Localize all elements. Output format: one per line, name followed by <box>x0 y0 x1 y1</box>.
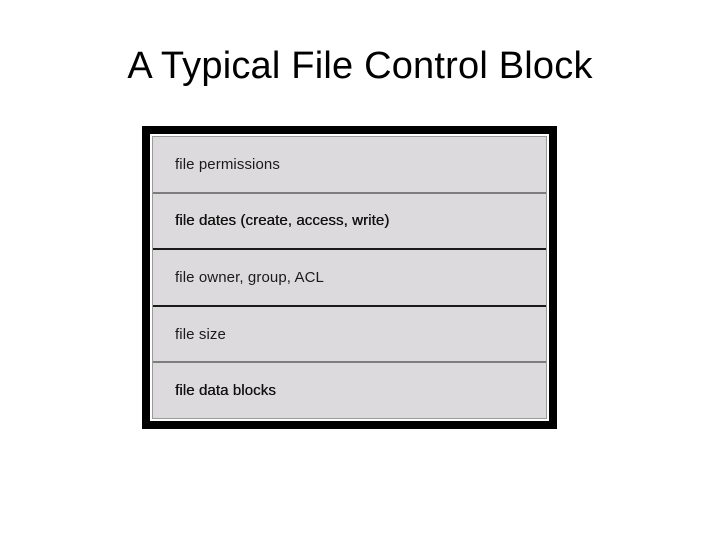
file-control-block-table: file permissions file dates (create, acc… <box>152 136 547 419</box>
table-row: file permissions <box>153 137 546 192</box>
table-row: file dates (create, access, write) <box>153 191 546 249</box>
table-row: file size <box>153 304 546 362</box>
fcb-field-owner-group-acl: file owner, group, ACL <box>175 268 324 286</box>
fcb-field-data-blocks: file data blocks <box>175 382 276 400</box>
table-row: file data blocks <box>153 361 546 418</box>
fcb-field-size: file size <box>175 325 226 343</box>
fcb-field-permissions: file permissions <box>175 155 280 173</box>
fcb-field-dates: file dates (create, access, write) <box>175 212 390 230</box>
page-title: A Typical File Control Block <box>127 45 593 87</box>
file-control-block-diagram: file permissions file dates (create, acc… <box>142 126 557 429</box>
diagram-frame-inner: file permissions file dates (create, acc… <box>150 134 549 421</box>
table-row: file owner, group, ACL <box>153 248 546 305</box>
